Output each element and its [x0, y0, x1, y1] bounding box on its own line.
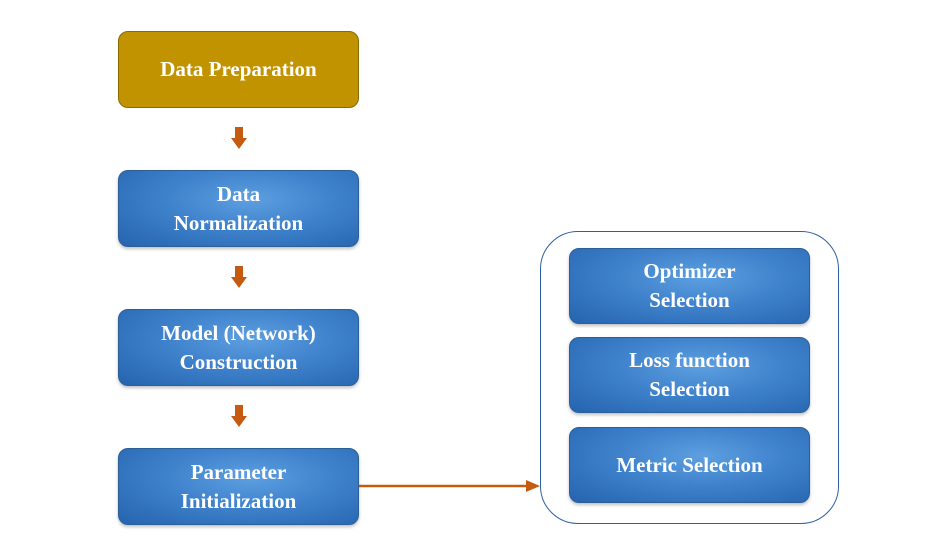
step-data-preparation: Data Preparation — [118, 31, 359, 108]
step-parameter-initialization: Parameter Initialization — [118, 448, 359, 525]
config-metric-selection-line-1: Metric Selection — [616, 452, 763, 477]
step-model-construction: Model (Network) Construction — [118, 309, 359, 386]
step-parameter-initialization-line-1: Parameter — [190, 459, 287, 484]
down-arrow-1 — [231, 127, 247, 149]
config-loss-function-selection-line-1: Loss function — [629, 348, 750, 372]
config-metric-selection: Metric Selection — [569, 427, 810, 503]
step-model-construction-line-2: Construction — [179, 349, 298, 374]
config-loss-function-selection: Loss function Selection — [569, 337, 810, 413]
down-arrow-2 — [231, 266, 247, 288]
step-parameter-initialization-line-2: Initialization — [180, 488, 297, 513]
step-model-construction-line-1: Model (Network) — [161, 320, 316, 345]
step-data-normalization-line-2: Normalization — [173, 210, 304, 235]
config-loss-function-selection-line-2: Selection — [649, 377, 730, 401]
config-optimizer-selection-line-2: Selection — [649, 288, 730, 312]
config-optimizer-selection: Optimizer Selection — [569, 248, 810, 324]
config-optimizer-selection-line-1: Optimizer — [643, 259, 736, 283]
down-arrow-3 — [231, 405, 247, 427]
step-data-normalization-line-1: Data — [216, 181, 261, 206]
step-data-preparation-line-1: Data Preparation — [160, 57, 317, 81]
step-data-normalization: Data Normalization — [118, 170, 359, 247]
